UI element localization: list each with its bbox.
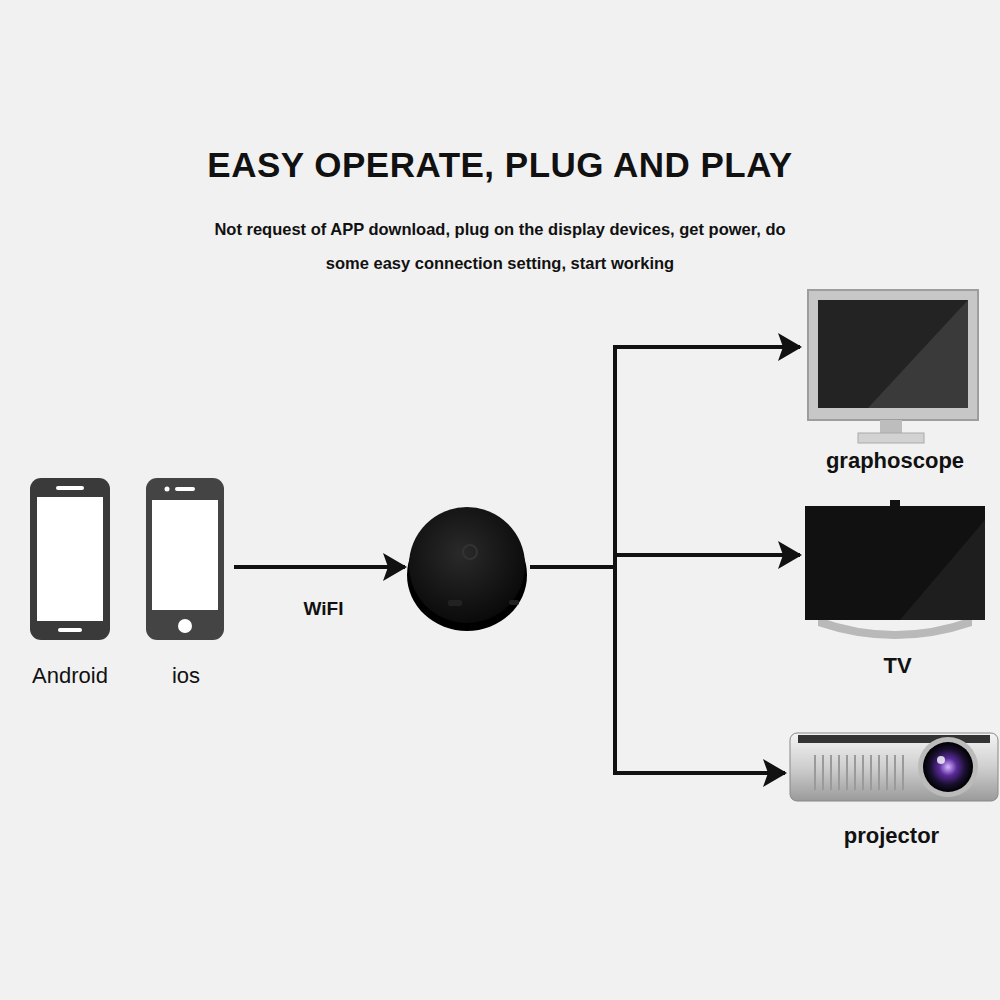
device-label: ios [118, 662, 254, 690]
device-label: TV [780, 652, 1000, 680]
connector-arrow [530, 347, 800, 567]
edge-label: WiFI [301, 597, 347, 621]
device-label: Android [2, 662, 138, 690]
phone-node: ios [138, 470, 234, 690]
connector-arrow [530, 567, 785, 773]
phone-node: Android [22, 470, 118, 690]
display-node: projector [785, 725, 998, 850]
ios-phone [146, 478, 224, 640]
dongle-node [405, 505, 530, 630]
tv-icon [805, 500, 985, 639]
display-node: graphoscope [800, 285, 990, 475]
monitor-icon [808, 290, 978, 443]
wireless-dongle [407, 507, 527, 631]
device-label: projector [765, 822, 1000, 850]
subtitle-note: Not request of APP download, plug on the… [210, 212, 790, 280]
display-node: TV [800, 495, 995, 680]
device-label: graphoscope [780, 447, 1000, 475]
diagram-title: EASY OPERATE, PLUG AND PLAY [0, 145, 1000, 185]
connector-arrow [234, 565, 405, 569]
android-phone [30, 478, 110, 640]
projector-icon [790, 733, 998, 801]
